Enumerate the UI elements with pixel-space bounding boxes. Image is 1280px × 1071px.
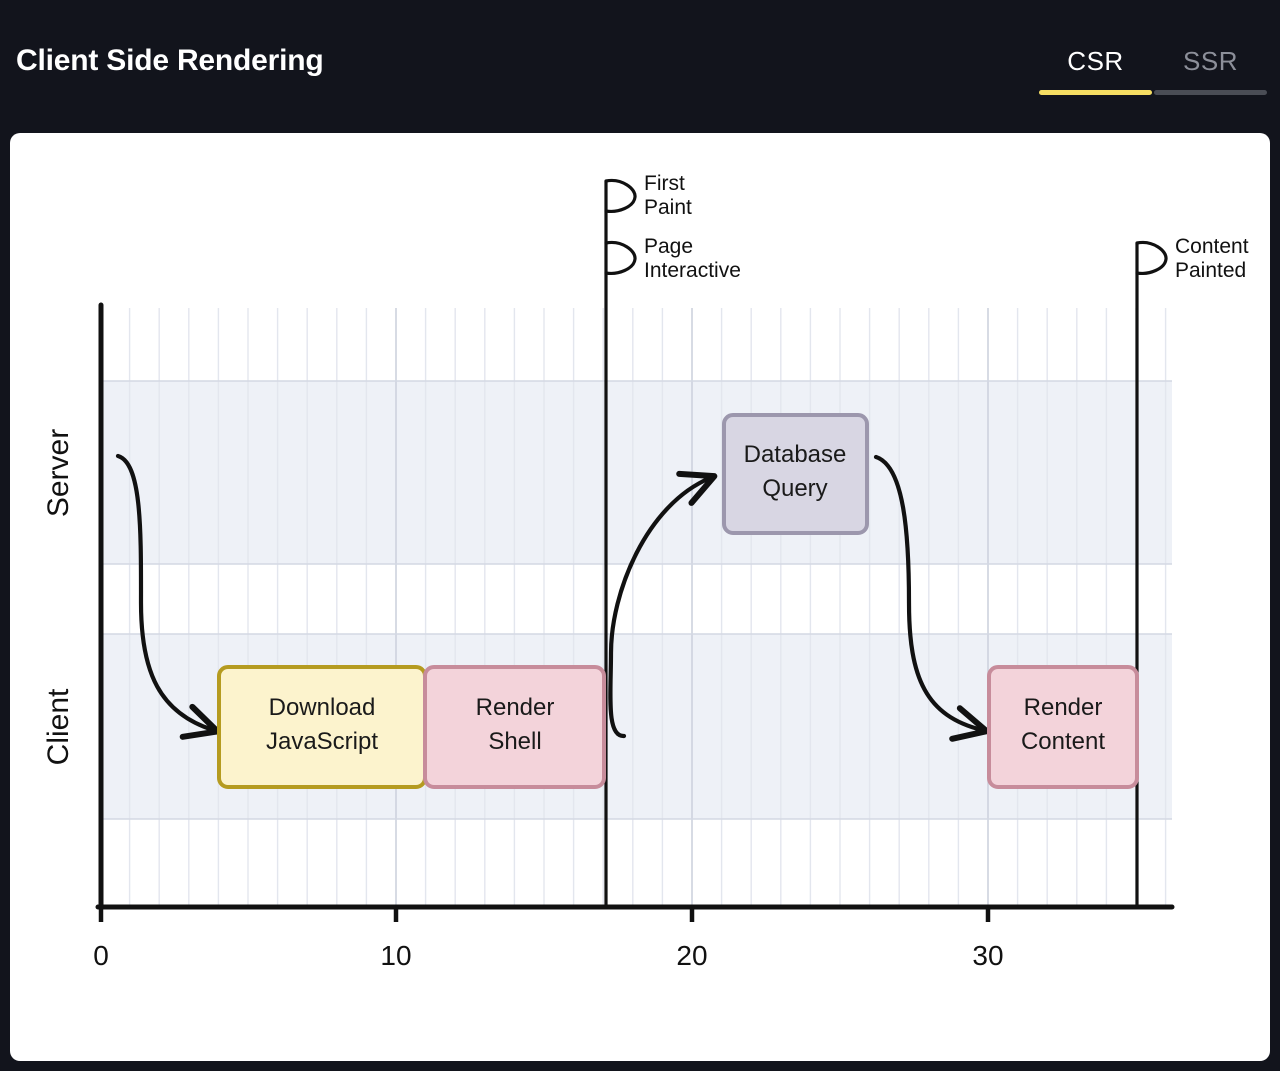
lane-label-client: Client	[42, 688, 75, 765]
tab-csr-label: CSR	[1067, 46, 1124, 76]
task-label-line2: Query	[762, 475, 827, 502]
page-title: Client Side Rendering	[16, 44, 324, 77]
mode-tabs: CSR SSR	[1038, 44, 1268, 95]
flow-arrows	[115, 453, 990, 742]
arrow-shell-to-database	[608, 470, 718, 739]
task-rect	[987, 665, 1139, 789]
arrow-start-to-download	[115, 453, 221, 740]
task-label-line1: Download	[269, 694, 376, 721]
timeline-chart: 0 10 20 30 Server Client First Paint Pag…	[42, 172, 1249, 971]
task-label-line2: JavaScript	[266, 728, 378, 755]
lane-label-server: Server	[42, 429, 75, 517]
milestone-label-page-interactive-line1: Page	[644, 235, 693, 258]
x-axis-ticks	[98, 907, 991, 922]
task-bar-download-javascript[interactable]: Download JavaScript	[217, 665, 427, 789]
milestone-label-first-paint-line1: First	[644, 172, 685, 195]
task-bar-database-query[interactable]: Database Query	[722, 413, 869, 535]
task-rect	[217, 665, 427, 789]
lane-labels: Server Client	[42, 429, 75, 766]
task-rect	[722, 413, 869, 535]
milestone-label-first-paint-line2: Paint	[644, 196, 692, 219]
milestone-first-paint[interactable]: First Paint	[604, 172, 692, 907]
x-tick-label-30: 30	[972, 940, 1003, 971]
app-header: Client Side Rendering CSR SSR	[0, 0, 1280, 133]
x-tick-label-0: 0	[93, 940, 109, 971]
x-axis-tick-labels: 0 10 20 30	[93, 940, 1003, 971]
tab-csr[interactable]: CSR	[1038, 44, 1153, 95]
tab-ssr-label: SSR	[1183, 46, 1238, 76]
task-label-line1: Render	[1024, 694, 1103, 721]
task-bar-render-shell[interactable]: Render Shell	[423, 665, 606, 789]
task-bar-render-content[interactable]: Render Content	[987, 665, 1139, 789]
flag-icon	[1135, 240, 1168, 275]
arrow-database-to-render-content	[873, 454, 990, 742]
gridlines-vertical-major	[395, 308, 989, 906]
axes	[95, 302, 1175, 910]
flag-icon	[604, 240, 637, 275]
x-tick-label-10: 10	[380, 940, 411, 971]
gridlines-horizontal	[100, 380, 1172, 820]
task-label-line2: Content	[1021, 728, 1105, 755]
tab-ssr[interactable]: SSR	[1153, 44, 1268, 95]
task-label-line2: Shell	[488, 728, 541, 755]
milestone-label-page-interactive-line2: Interactive	[644, 259, 741, 282]
lane-band-server	[100, 381, 1172, 564]
flag-icon	[604, 178, 637, 213]
chart-card: 0 10 20 30 Server Client First Paint Pag…	[10, 133, 1270, 1061]
task-label-line1: Render	[476, 694, 555, 721]
milestone-label-content-painted-line1: Content	[1175, 235, 1249, 258]
x-tick-label-20: 20	[676, 940, 707, 971]
tab-csr-underline	[1039, 90, 1152, 95]
tab-ssr-underline	[1154, 90, 1267, 95]
task-rect	[423, 665, 606, 789]
milestone-label-content-painted-line2: Painted	[1175, 259, 1246, 282]
task-label-line1: Database	[744, 441, 847, 468]
milestone-page-interactive[interactable]: Page Interactive	[604, 235, 741, 282]
milestone-content-painted[interactable]: Content Painted	[1135, 235, 1249, 907]
